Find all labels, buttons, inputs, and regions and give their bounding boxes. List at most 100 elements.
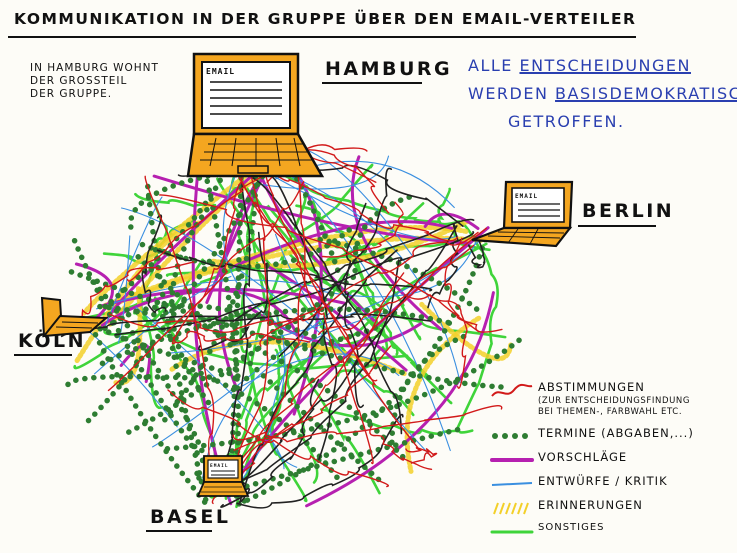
network-line [159, 194, 480, 333]
network-line [60, 313, 431, 338]
legend-item-vorschlaege: VORSCHLÄGE [490, 450, 730, 474]
network-line [215, 426, 461, 498]
page-title: KOMMUNIKATION IN DER GRUPPE ÜBER DEN EMA… [14, 10, 637, 28]
legend-item-abstimmungen: ABSTIMMUNGEN (ZUR ENTSCHEIDUNGSFINDUNG B… [490, 380, 730, 426]
network-line [80, 261, 195, 330]
city-label-koeln: KÖLN [18, 330, 87, 352]
statement: ALLE ENTSCHEIDUNGEN WERDEN BASISDEMOKRAT… [468, 52, 737, 136]
statement-line2-b: BASISDEMOKRATISCH [555, 84, 737, 103]
network-line [427, 223, 460, 309]
network-line [404, 315, 482, 474]
network-line [274, 145, 343, 278]
network-line [65, 373, 211, 388]
legend-swatch-entwuerfe [491, 482, 533, 486]
legend-label-entwuerfe: ENTWÜRFE / KRITIK [538, 474, 668, 488]
network-line [89, 322, 258, 384]
network-line [104, 161, 231, 308]
legend-swatch-termine [492, 433, 528, 439]
berlin-underline [578, 225, 656, 227]
laptop-berlin: EMAIL [471, 180, 574, 248]
legend-label-termine: TERMINE (ABGABEN,...) [538, 426, 694, 440]
laptop-basel: EMAIL [196, 455, 250, 497]
legend-label-abstimmungen: ABSTIMMUNGEN [538, 380, 645, 394]
network-line [108, 304, 322, 333]
network-line [144, 175, 215, 478]
network-line [62, 267, 504, 390]
network-line [251, 156, 459, 242]
network-line [168, 339, 407, 377]
hamburg-note: IN HAMBURG WOHNT DER GROSSTEIL DER GRUPP… [30, 62, 159, 100]
network-line [161, 174, 258, 423]
legend-swatch-erinnerungen [493, 502, 529, 515]
network-line [214, 169, 271, 495]
network-line [444, 237, 503, 333]
legend-item-termine: TERMINE (ABGABEN,...) [490, 426, 730, 450]
network-line [141, 214, 167, 314]
network-line [92, 331, 211, 510]
statement-line1-a: ALLE [468, 56, 520, 75]
network-line [266, 306, 379, 348]
legend-sub-abstimmungen-1: (ZUR ENTSCHEIDUNGSFINDUNG [538, 396, 691, 406]
network-line [468, 239, 486, 269]
network-line [202, 309, 398, 479]
legend-label-vorschlaege: VORSCHLÄGE [538, 450, 628, 464]
network-line [117, 235, 131, 344]
network-line [322, 201, 404, 258]
network-line [344, 202, 367, 408]
network-line [236, 413, 404, 509]
legend-item-erinnerungen: ERINNERUNGEN [490, 498, 730, 522]
network-line [126, 273, 358, 435]
hamburg-underline [322, 82, 422, 84]
legend-item-entwuerfe: ENTWÜRFE / KRITIK [490, 474, 730, 498]
city-label-hamburg: HAMBURG [325, 58, 453, 80]
network-line [135, 254, 388, 488]
network-line [305, 291, 495, 508]
network-line [231, 227, 488, 469]
statement-line1-b: ENTSCHEIDUNGEN [519, 56, 691, 75]
network-line [268, 175, 338, 461]
network-line [172, 330, 311, 344]
title-underline [8, 36, 636, 38]
network-line [232, 345, 392, 441]
network-line [133, 311, 409, 370]
statement-line3: GETROFFEN. [508, 112, 625, 131]
legend-sub-abstimmungen-2: BEI THEMEN-, FARBWAHL ETC. [538, 407, 683, 417]
network-line [318, 244, 475, 336]
network-line [403, 293, 468, 389]
legend-label-erinnerungen: ERINNERUNGEN [538, 498, 643, 512]
network-line [233, 405, 503, 451]
statement-line2-a: WERDEN [468, 84, 556, 103]
legend-swatch-abstimmungen [491, 383, 533, 397]
koeln-underline [14, 354, 72, 356]
city-label-berlin: BERLIN [582, 200, 675, 222]
network-line [278, 167, 393, 357]
network-line [152, 174, 470, 245]
network-line [237, 174, 378, 382]
network-line [211, 272, 405, 505]
network-line [106, 166, 262, 320]
laptop-basel-email-label: EMAIL [210, 463, 229, 469]
laptop-berlin-email-label: EMAIL [515, 193, 538, 200]
network-line [212, 259, 400, 497]
network-line [454, 220, 499, 432]
laptop-hamburg-email-label: EMAIL [206, 67, 235, 76]
network-line [114, 231, 475, 336]
legend-swatch-sonstiges [490, 530, 534, 534]
legend: ABSTIMMUNGEN (ZUR ENTSCHEIDUNGSFINDUNG B… [490, 380, 730, 546]
network-line [220, 378, 320, 508]
city-label-basel: BASEL [150, 506, 231, 528]
network-line [104, 196, 163, 328]
network-line [145, 183, 209, 504]
laptop-hamburg: EMAIL [186, 52, 325, 178]
network-line [369, 425, 433, 470]
network-line [127, 172, 271, 282]
network-line [169, 206, 215, 410]
network-line [167, 389, 389, 488]
network-line [405, 447, 438, 464]
network-line [134, 171, 240, 209]
network-line [336, 254, 389, 377]
legend-swatch-vorschlaege [490, 458, 534, 462]
network-line [252, 177, 403, 435]
laptop-koeln [40, 296, 109, 338]
